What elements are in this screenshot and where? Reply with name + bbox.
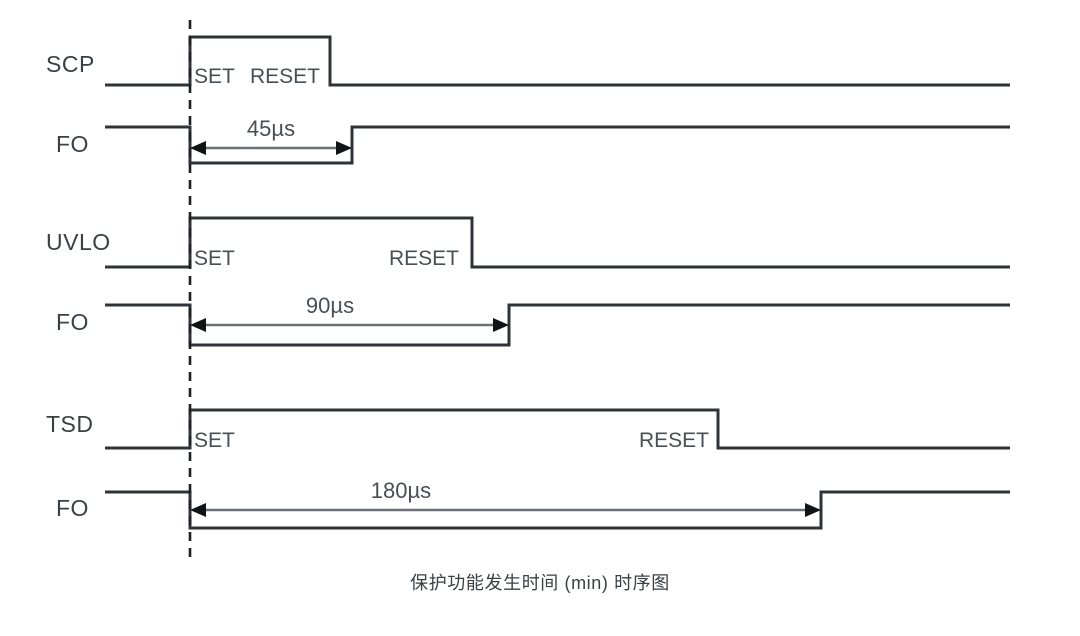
state-label-tsd-set: SET xyxy=(194,429,235,452)
waveform-fo-tsd xyxy=(105,490,1010,530)
signal-label-fo-tsd: FO xyxy=(56,495,89,521)
dimension-value-scp: 45µs xyxy=(247,116,295,141)
state-label-tsd-reset: RESET xyxy=(639,429,709,452)
dimension-arrowhead-left-tsd xyxy=(190,503,206,517)
dimension-arrowhead-right-uvlo xyxy=(493,318,509,332)
dimension-arrowhead-right-scp xyxy=(336,141,352,155)
state-label-scp-reset: RESET xyxy=(250,65,320,88)
dimension-uvlo-90us: 90µs xyxy=(190,293,509,332)
signal-group-scp: SCP SET RESET FO 45µs xyxy=(46,35,1010,165)
dimension-tsd-180us: 180µs xyxy=(190,478,821,517)
state-label-uvlo-set: SET xyxy=(194,247,235,270)
signal-label-fo-uvlo: FO xyxy=(56,309,89,335)
waveform-fo-uvlo xyxy=(105,303,1010,347)
figure-caption: 保护功能发生时间 (min) 时序图 xyxy=(410,573,670,593)
dimension-value-uvlo: 90µs xyxy=(306,293,354,318)
dimension-arrowhead-left-uvlo xyxy=(190,318,206,332)
signal-label-uvlo: UVLO xyxy=(46,229,111,255)
signal-group-uvlo: UVLO SET RESET FO 90µs xyxy=(46,216,1010,347)
waveform-scp xyxy=(105,35,1010,87)
signal-label-fo-scp: FO xyxy=(56,131,89,157)
state-label-scp-set: SET xyxy=(194,65,235,88)
waveform-fo-scp xyxy=(105,125,1010,165)
dimension-value-tsd: 180µs xyxy=(371,478,431,503)
dimension-scp-45us: 45µs xyxy=(190,116,352,155)
dimension-arrowhead-left-scp xyxy=(190,141,206,155)
waveform-tsd xyxy=(105,408,1010,450)
signal-group-tsd: TSD SET RESET FO 180µs xyxy=(46,408,1010,530)
state-label-uvlo-reset: RESET xyxy=(389,247,459,270)
signal-label-tsd: TSD xyxy=(46,411,94,437)
signal-label-scp: SCP xyxy=(46,51,95,77)
dimension-arrowhead-right-tsd xyxy=(805,503,821,517)
waveform-uvlo xyxy=(105,216,1010,269)
